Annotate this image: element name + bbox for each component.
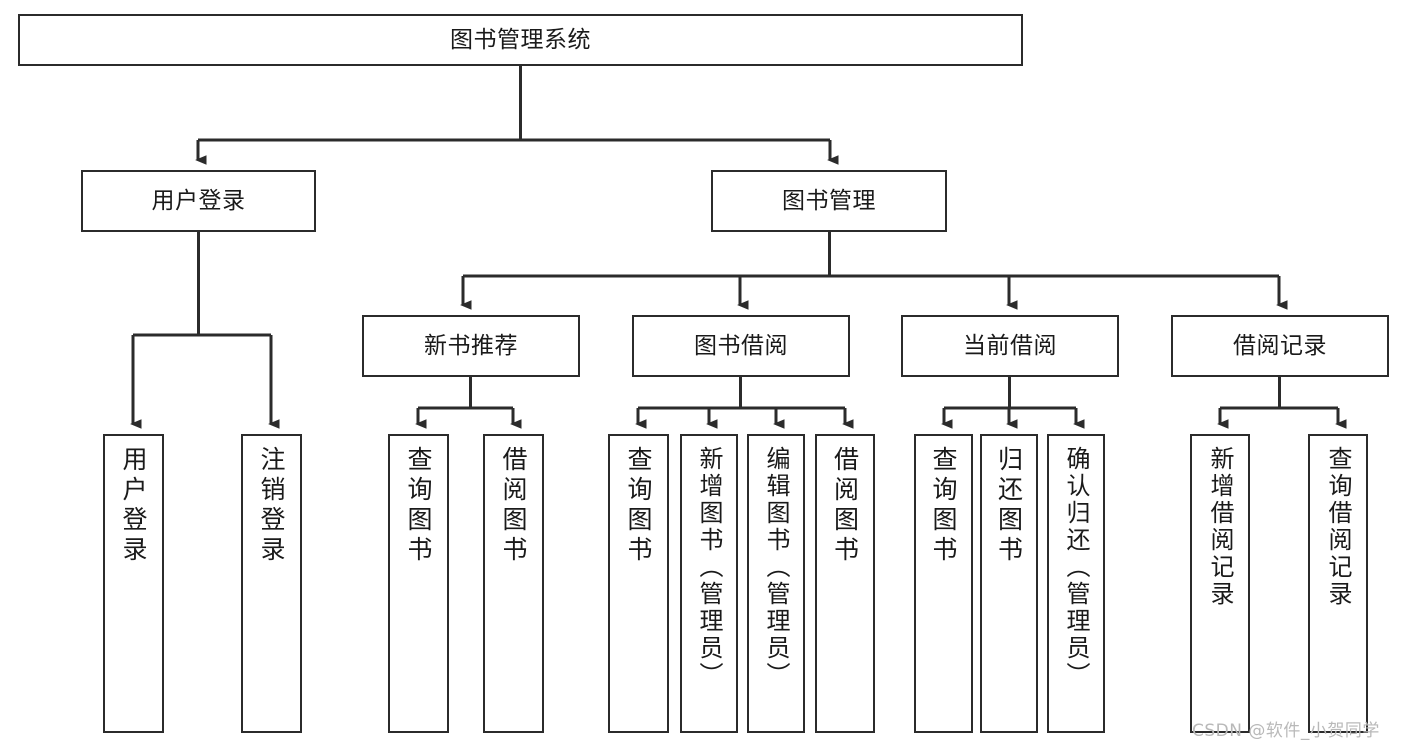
node-book-borrow[interactable]: 图书借阅 xyxy=(632,315,850,377)
node-leaf-query-book-2[interactable]: 查询图书 xyxy=(608,434,669,733)
node-leaf-user-login-label: 用户登录 xyxy=(119,446,148,566)
node-user-login[interactable]: 用户登录 xyxy=(81,170,316,232)
node-user-login-label: 用户登录 xyxy=(151,187,246,214)
node-leaf-query-book-1[interactable]: 查询图书 xyxy=(388,434,449,733)
node-leaf-add-borrow-record-label: 新增借阅记录 xyxy=(1206,446,1234,608)
node-new-book-recommend[interactable]: 新书推荐 xyxy=(362,315,580,377)
node-leaf-query-borrow-record[interactable]: 查询借阅记录 xyxy=(1308,434,1368,733)
node-root-system-label: 图书管理系统 xyxy=(450,26,591,53)
node-leaf-confirm-return-admin[interactable]: 确认归还（管理员） xyxy=(1047,434,1105,733)
node-leaf-add-book-admin-label: 新增图书（管理员） xyxy=(695,446,723,689)
node-borrow-record-label: 借阅记录 xyxy=(1233,332,1327,359)
csdn-watermark: CSDN @软件_小贺同学 xyxy=(1192,721,1380,741)
node-leaf-query-borrow-record-label: 查询借阅记录 xyxy=(1324,446,1352,608)
node-leaf-user-login[interactable]: 用户登录 xyxy=(103,434,164,733)
node-leaf-logout-login[interactable]: 注销登录 xyxy=(241,434,302,733)
node-leaf-add-borrow-record[interactable]: 新增借阅记录 xyxy=(1190,434,1250,733)
node-leaf-query-book-2-label: 查询图书 xyxy=(624,446,653,566)
node-leaf-return-book[interactable]: 归还图书 xyxy=(980,434,1038,733)
node-leaf-query-book-3[interactable]: 查询图书 xyxy=(914,434,973,733)
node-leaf-query-book-1-label: 查询图书 xyxy=(404,446,433,566)
node-leaf-borrow-book-1[interactable]: 借阅图书 xyxy=(483,434,544,733)
node-book-management-label: 图书管理 xyxy=(782,187,876,214)
node-leaf-confirm-return-admin-label: 确认归还（管理员） xyxy=(1062,446,1090,689)
node-borrow-record[interactable]: 借阅记录 xyxy=(1171,315,1389,377)
node-leaf-return-book-label: 归还图书 xyxy=(994,446,1024,566)
node-leaf-borrow-book-2-label: 借阅图书 xyxy=(830,446,860,566)
node-current-borrow-label: 当前借阅 xyxy=(963,332,1057,359)
node-leaf-borrow-book-2[interactable]: 借阅图书 xyxy=(815,434,875,733)
node-leaf-logout-login-label: 注销登录 xyxy=(257,446,286,566)
node-leaf-query-book-3-label: 查询图书 xyxy=(929,446,958,566)
node-leaf-borrow-book-1-label: 借阅图书 xyxy=(499,446,528,566)
node-leaf-add-book-admin[interactable]: 新增图书（管理员） xyxy=(680,434,738,733)
node-new-book-recommend-label: 新书推荐 xyxy=(424,332,518,359)
node-leaf-edit-book-admin[interactable]: 编辑图书（管理员） xyxy=(747,434,805,733)
node-leaf-edit-book-admin-label: 编辑图书（管理员） xyxy=(762,446,790,689)
node-root-system[interactable]: 图书管理系统 xyxy=(18,14,1023,66)
node-book-borrow-label: 图书借阅 xyxy=(694,332,788,359)
node-book-management[interactable]: 图书管理 xyxy=(711,170,947,232)
node-current-borrow[interactable]: 当前借阅 xyxy=(901,315,1119,377)
